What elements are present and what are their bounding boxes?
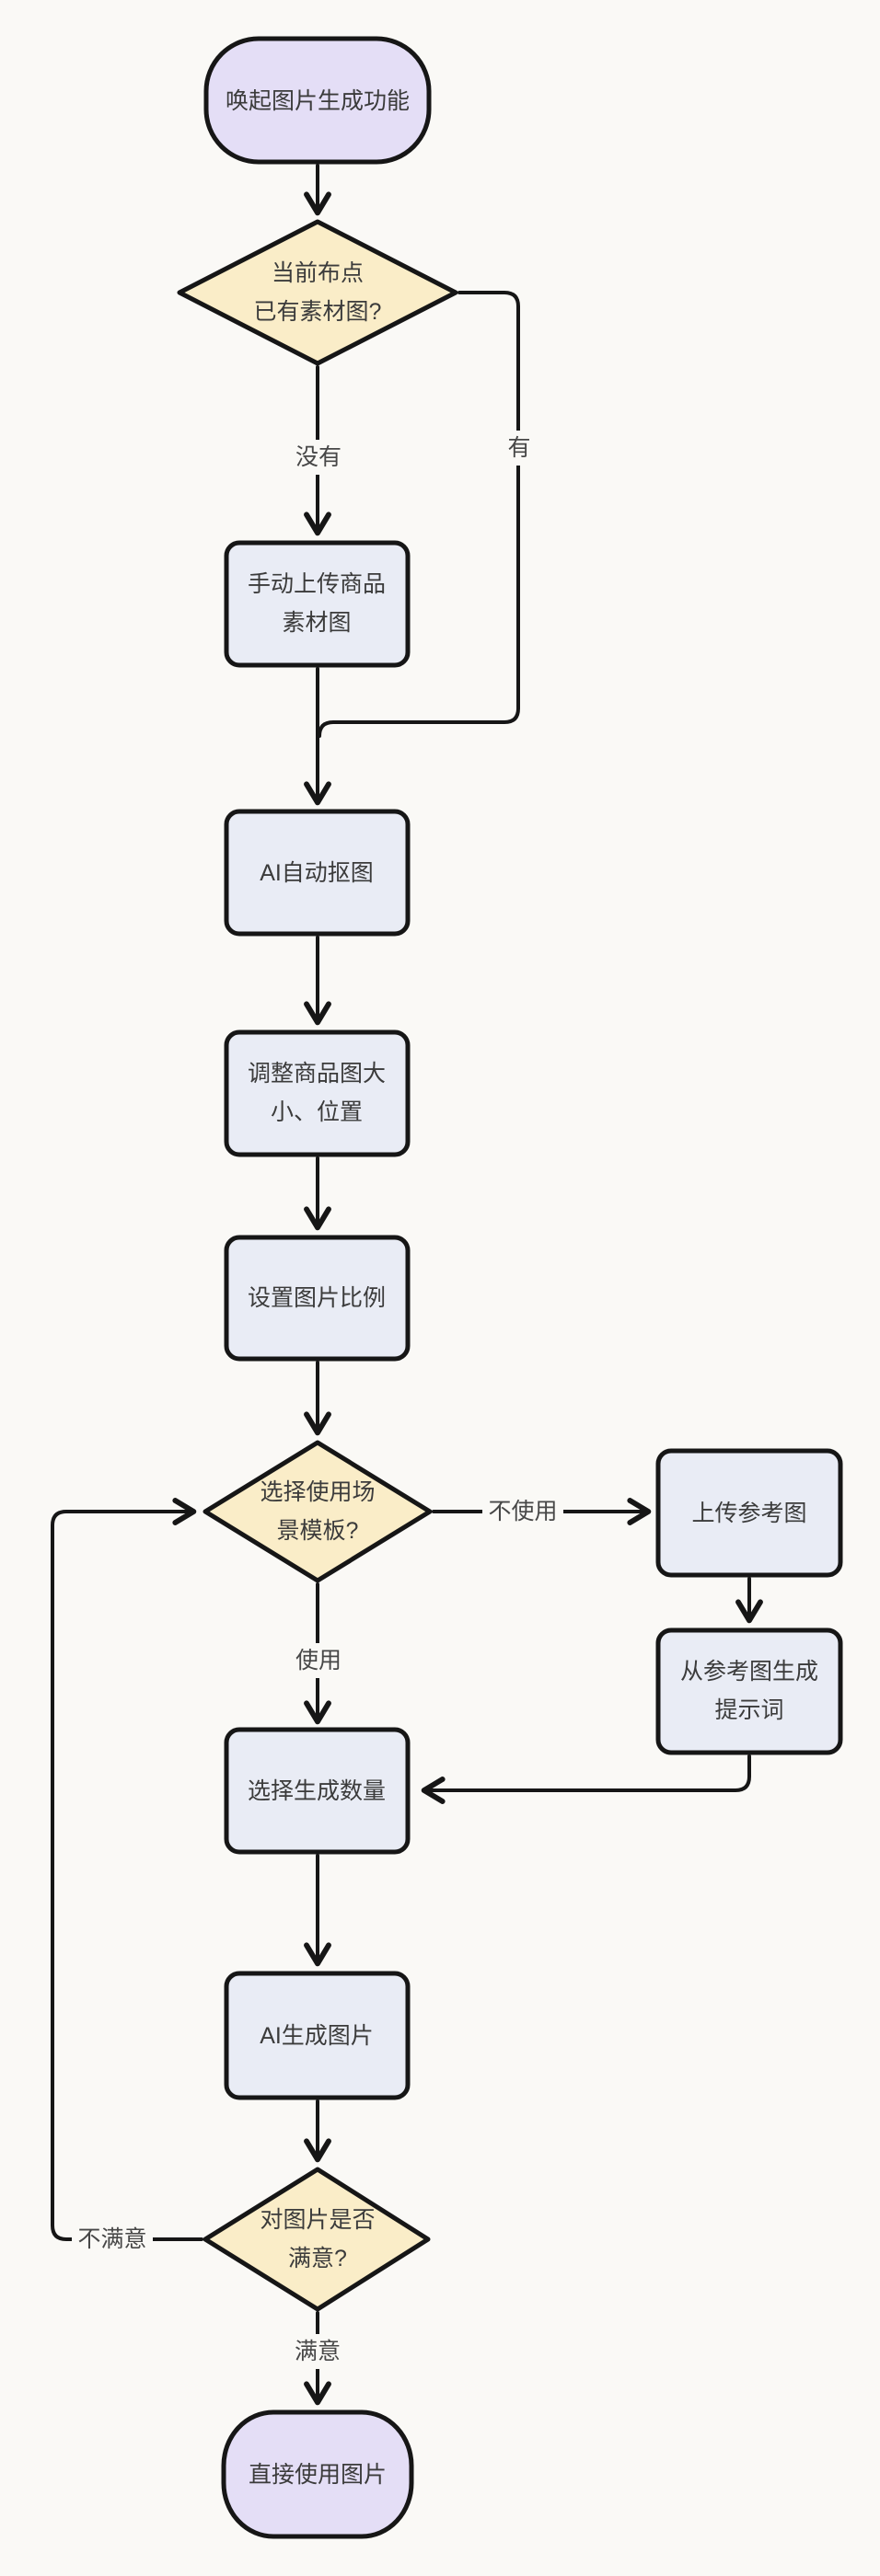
edge-has-material-yes: [318, 291, 520, 738]
node-adjust-product: 调整商品图大 小、位置: [224, 1029, 411, 1157]
node-adjust-product-text-line1: 调整商品图大: [248, 1061, 386, 1087]
edge-label-use-template: 使用: [295, 1648, 342, 1673]
node-start-text: 唤起图片生成功能: [226, 88, 410, 114]
label-no-material: 没有: [290, 440, 347, 475]
nodes: 唤起图片生成功能 当前布点 已有素材图? 手动上传商品 素材图 AI自动抠图 调…: [177, 36, 843, 2539]
node-start-terminal: 唤起图片生成功能: [203, 36, 432, 165]
node-end-text: 直接使用图片: [249, 2462, 387, 2488]
label-bg: [289, 1643, 348, 1678]
node-ai-generate-shape: [224, 1971, 411, 2100]
node-set-ratio-shape: [224, 1235, 411, 1362]
label-bg: [482, 1494, 563, 1529]
node-prompt-from-reference-text-line2: 提示词: [714, 1697, 783, 1723]
label-bg: [504, 431, 535, 466]
node-start-shape: [203, 36, 432, 165]
node-select-quantity-text: 选择生成数量: [248, 1778, 386, 1804]
node-template-decision-text-line2: 景模板?: [277, 1518, 359, 1544]
edge-label-no-material: 没有: [295, 444, 342, 470]
label-bg: [288, 2334, 347, 2369]
node-satisfied-decision-text-line2: 满意?: [288, 2246, 347, 2271]
label-has-material: 有: [504, 431, 535, 466]
edge-label-has-material: 有: [507, 435, 530, 461]
node-manual-upload-text-line2: 素材图: [282, 610, 351, 636]
node-template-decision: 选择使用场 景模板?: [203, 1440, 433, 1583]
node-adjust-product-text-line2: 小、位置: [271, 1099, 363, 1125]
node-adjust-product-shape: [224, 1029, 411, 1157]
edge-label-satisfied: 满意: [295, 2339, 341, 2364]
label-not-satisfied: 不满意: [72, 2222, 153, 2257]
label-no-template: 不使用: [482, 1494, 563, 1529]
node-auto-cutout-text: AI自动抠图: [260, 860, 374, 886]
node-satisfied-decision-text-line1: 对图片是否: [260, 2207, 375, 2233]
node-ai-generate-text: AI生成图片: [260, 2023, 374, 2049]
label-satisfied: 满意: [288, 2334, 347, 2369]
node-manual-upload: 手动上传商品 素材图: [224, 540, 411, 668]
label-bg: [72, 2222, 153, 2257]
node-satisfied-decision: 对图片是否 满意?: [203, 2167, 431, 2312]
edges: [51, 164, 763, 2406]
node-manual-upload-text-line1: 手动上传商品: [248, 571, 386, 597]
node-template-decision-shape: [203, 1440, 433, 1583]
node-upload-reference: 上传参考图: [655, 1448, 843, 1578]
node-prompt-from-reference: 从参考图生成 提示词: [655, 1627, 843, 1755]
node-satisfied-decision-shape: [203, 2167, 431, 2312]
node-auto-cutout-shape: [224, 809, 411, 937]
node-set-ratio-text: 设置图片比例: [248, 1285, 386, 1311]
edge-not-satisfied-loop: [51, 1498, 203, 2241]
node-auto-cutout: AI自动抠图: [224, 809, 411, 937]
node-select-quantity-shape: [224, 1727, 411, 1855]
node-set-ratio: 设置图片比例: [224, 1235, 411, 1362]
label-use-template: 使用: [289, 1643, 348, 1678]
label-bg: [290, 440, 347, 475]
node-manual-upload-shape: [224, 540, 411, 668]
edge-prompt-to-quantity: [421, 1754, 751, 1804]
node-prompt-from-reference-text-line1: 从参考图生成: [680, 1659, 818, 1685]
node-prompt-from-reference-shape: [655, 1627, 843, 1755]
node-has-material-shape: [177, 219, 458, 366]
node-has-material-decision: 当前布点 已有素材图?: [177, 219, 458, 366]
edge-labels: 没有 有 不使用 使用 不满意 满意: [72, 431, 563, 2369]
node-select-quantity: 选择生成数量: [224, 1727, 411, 1855]
node-has-material-text-line2: 已有素材图?: [254, 299, 382, 325]
node-upload-reference-text: 上传参考图: [691, 1501, 806, 1526]
edge-label-no-template: 不使用: [488, 1499, 557, 1524]
node-end-shape: [221, 2409, 414, 2539]
node-has-material-text-line1: 当前布点: [272, 260, 364, 286]
node-ai-generate: AI生成图片: [224, 1971, 411, 2100]
edge-label-not-satisfied: 不满意: [77, 2226, 146, 2252]
node-end-terminal: 直接使用图片: [221, 2409, 414, 2539]
node-upload-reference-shape: [655, 1448, 843, 1578]
node-template-decision-text-line1: 选择使用场: [260, 1479, 375, 1505]
